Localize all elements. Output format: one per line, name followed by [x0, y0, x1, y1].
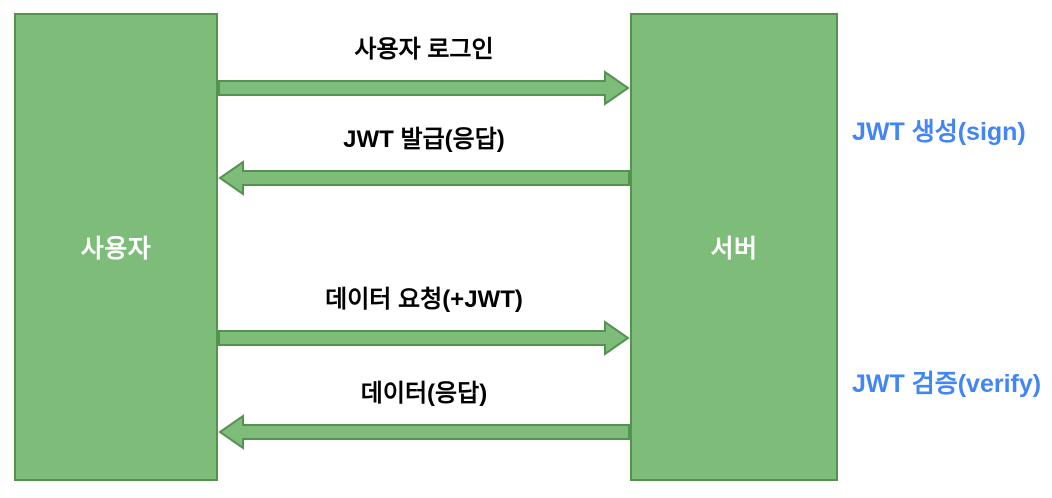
message-data-request: 데이터 요청(+JWT): [218, 284, 630, 356]
message-label-data-request: 데이터 요청(+JWT): [325, 286, 523, 313]
message-jwt-issue: JWT 발급(응답): [218, 124, 630, 196]
message-label-jwt-issue: JWT 발급(응답): [343, 126, 505, 153]
message-user-login: 사용자 로그인: [218, 34, 630, 106]
block-arrow-right-icon: [218, 320, 630, 356]
block-arrow-left-icon: [218, 414, 630, 450]
actor-label-user: 사용자: [80, 235, 152, 263]
actor-box-server: 서버: [630, 13, 838, 481]
message-data-response: 데이터(응답): [218, 378, 630, 450]
annotation-jwt-sign: JWT 생성(sign): [852, 118, 1026, 146]
message-label-data-response: 데이터(응답): [360, 380, 488, 407]
actor-label-server: 서버: [710, 235, 758, 263]
message-label-user-login: 사용자 로그인: [354, 36, 494, 63]
block-arrow-left-icon: [218, 160, 630, 196]
actor-box-user: 사용자: [14, 13, 218, 481]
block-arrow-right-icon: [218, 70, 630, 106]
annotation-jwt-verify: JWT 검증(verify): [852, 370, 1042, 398]
